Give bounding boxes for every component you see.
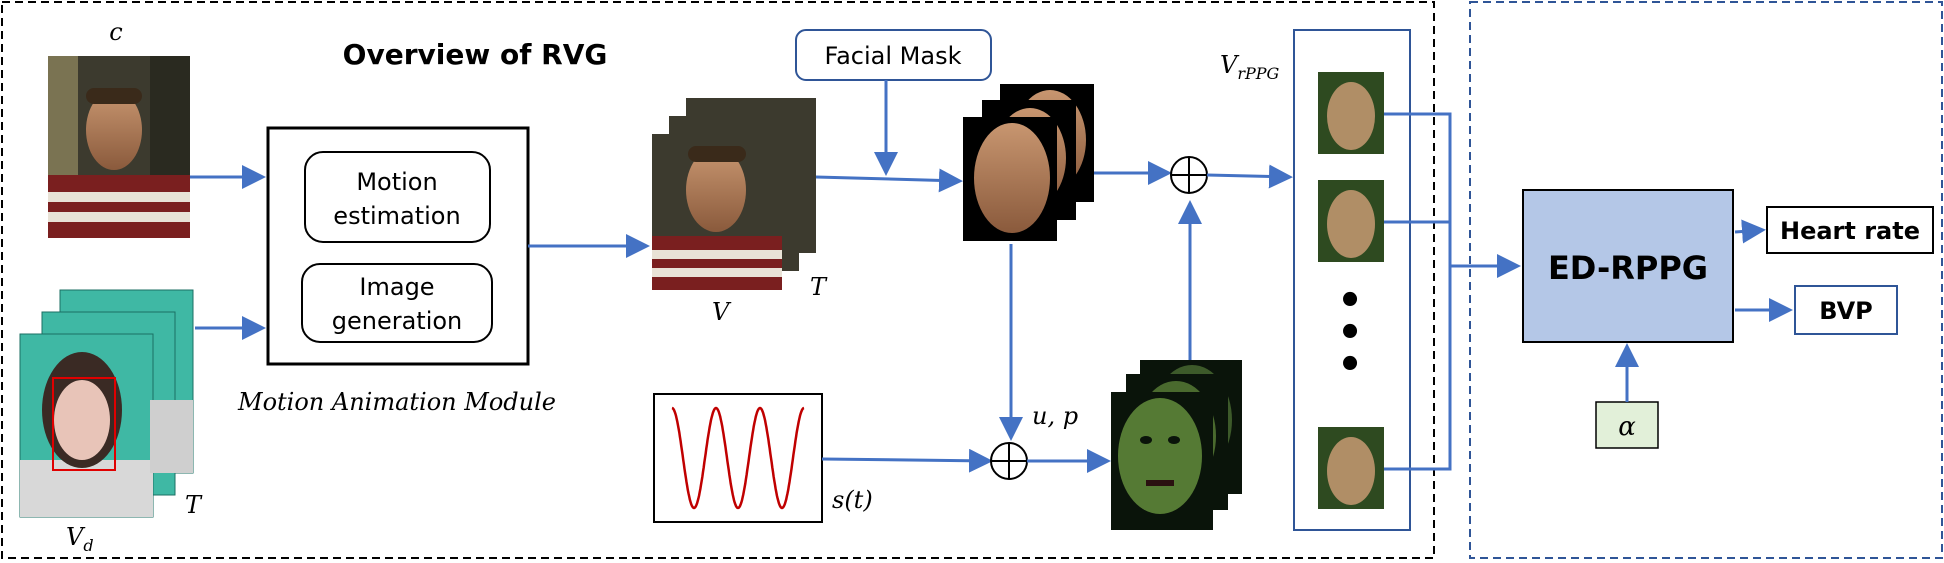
rppg-dashed-frame <box>1469 1 1943 559</box>
ed-rppg-label: ED-RPPG <box>1548 249 1708 287</box>
image-generation-line2: generation <box>332 307 463 335</box>
label-u-p: u, p <box>1032 402 1078 430</box>
motion-estimation-line2: estimation <box>333 202 460 230</box>
driving-video-stack <box>19 289 194 518</box>
bvp-label: BVP <box>1819 297 1872 325</box>
alpha-box <box>1595 401 1659 449</box>
arrow-to-heart-rate <box>1734 219 1766 244</box>
image-generation-box <box>301 263 493 343</box>
vrppg-face-1 <box>1318 72 1384 154</box>
arrow-video-to-masked <box>815 168 963 193</box>
alpha-label: α <box>1618 412 1636 442</box>
ellipsis-dot-3: • <box>1337 342 1363 388</box>
motion-estimation-box <box>304 151 491 243</box>
rvg-dashed-frame <box>1 1 1435 559</box>
generated-video-stack <box>652 98 816 290</box>
masked-face-stack <box>963 84 1094 241</box>
heart-rate-label: Heart rate <box>1780 217 1920 245</box>
diagram-title: Overview of RVG <box>343 38 608 71</box>
motion-animation-module-label: Motion Animation Module <box>237 388 556 416</box>
green-face-stack <box>1111 360 1242 530</box>
arrow-plus-to-vrppg <box>1206 164 1293 189</box>
facial-mask-label: Facial Mask <box>825 42 962 70</box>
vrppg-face-2 <box>1318 180 1384 262</box>
source-image <box>48 56 190 238</box>
image-generation-line1: Image <box>359 273 434 301</box>
heart-rate-box <box>1766 206 1934 254</box>
ed-rppg-box <box>1522 189 1734 343</box>
label-V: V <box>712 298 732 326</box>
label-Vd: Vd <box>66 523 94 555</box>
ellipsis-dot-2: • <box>1337 310 1363 356</box>
bvp-box <box>1794 285 1898 335</box>
facial-mask-box <box>795 29 992 81</box>
label-c: c <box>109 18 122 46</box>
plus-operator-upper <box>1170 156 1208 194</box>
label-s-t: s(t) <box>832 486 873 514</box>
label-T-video: T <box>810 273 828 301</box>
signal-wave <box>671 406 805 510</box>
motion-estimation-line1: Motion <box>356 168 437 196</box>
label-V-rppg: VrPPG <box>1220 51 1280 83</box>
ellipsis-dot-1: • <box>1337 278 1363 324</box>
signal-box <box>653 393 823 523</box>
arrow-signal-to-plus <box>821 448 993 473</box>
vrppg-face-3 <box>1318 427 1384 509</box>
plus-operator-lower <box>990 442 1028 480</box>
label-T-driving: T <box>185 491 203 519</box>
connector-frames <box>1384 112 1452 471</box>
